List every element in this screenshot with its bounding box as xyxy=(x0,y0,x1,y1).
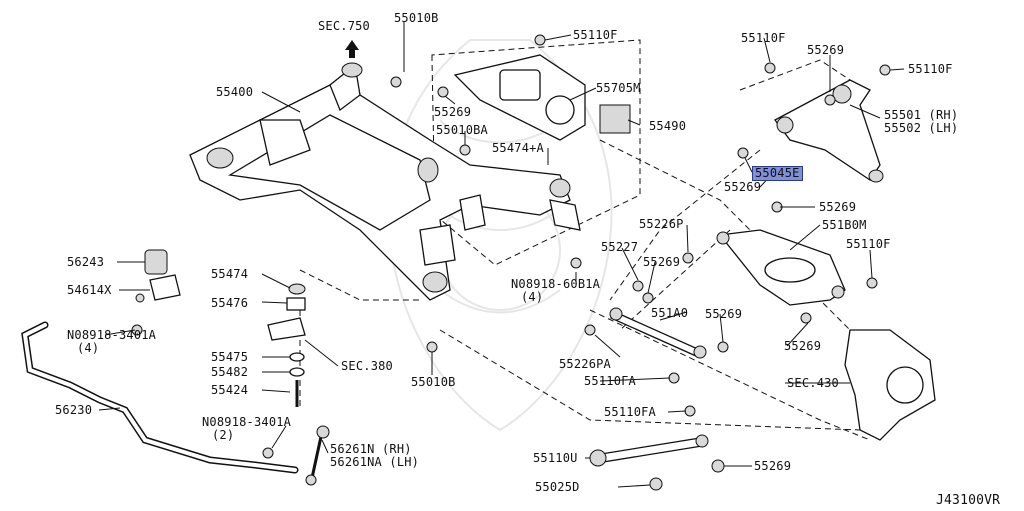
part-label-56261n-56261na[interactable]: 56261N (RH) 56261NA (LH) xyxy=(330,443,419,469)
part-label-55010b-bottom[interactable]: 55010B xyxy=(411,375,456,389)
leader-lines xyxy=(98,22,905,488)
part-label-55502: 55502 (LH) xyxy=(884,121,959,135)
part-label-08918-3401a-b-qty: (2) xyxy=(212,428,235,442)
part-label-08918-60b1a-number: N08918-60B1A xyxy=(511,277,601,291)
part-label-55269-c[interactable]: 55269 xyxy=(724,180,762,194)
part-label-55269-b[interactable]: 55269 xyxy=(434,105,472,119)
part-label-55226p[interactable]: 55226P xyxy=(639,217,684,231)
part-label-55269-e[interactable]: 55269 xyxy=(643,255,681,269)
part-label-55490[interactable]: 55490 xyxy=(649,119,687,133)
part-label-56243[interactable]: 56243 xyxy=(67,255,105,269)
stabilizer-bar xyxy=(21,249,299,474)
part-label-55424[interactable]: 55424 xyxy=(211,383,249,397)
part-label-55501: 55501 (RH) xyxy=(884,108,959,122)
part-label-55010b-top[interactable]: 55010B xyxy=(394,11,439,25)
part-label-08918-3401a-b-number: N08918-3401A xyxy=(202,415,292,429)
part-label-55269-f[interactable]: 55269 xyxy=(705,307,743,321)
sec-750-arrow xyxy=(345,40,359,58)
part-label-55476[interactable]: 55476 xyxy=(211,296,249,310)
part-label-56261na: 56261NA (LH) xyxy=(330,455,420,469)
sec-430-label: SEC.430 xyxy=(787,376,839,390)
part-label-551a0[interactable]: 551A0 xyxy=(651,306,689,320)
part-label-55474a[interactable]: 55474+A xyxy=(492,141,544,155)
part-label-55110f-b[interactable]: 55110F xyxy=(908,62,953,76)
part-label-56230[interactable]: 56230 xyxy=(55,403,93,417)
part-label-55110f-c[interactable]: 55110F xyxy=(846,237,891,251)
part-label-551b0m[interactable]: 551B0M xyxy=(822,218,867,232)
part-label-55501-55502[interactable]: 55501 (RH) 55502 (LH) xyxy=(884,109,958,135)
upper-arm xyxy=(774,79,884,183)
part-label-08918-60b1a[interactable]: N08918-60B1A (4) xyxy=(511,278,600,304)
part-label-55010ba[interactable]: 55010BA xyxy=(436,123,488,137)
part-label-55705m[interactable]: 55705M xyxy=(596,81,641,95)
fasteners xyxy=(131,34,891,491)
part-label-55475[interactable]: 55475 xyxy=(211,350,249,364)
part-label-55110fa-a[interactable]: 55110FA xyxy=(584,374,636,388)
part-label-55110f-top[interactable]: 55110F xyxy=(573,28,618,42)
part-label-55226pa[interactable]: 55226PA xyxy=(559,357,611,371)
part-label-08918-60b1a-qty: (4) xyxy=(521,290,544,304)
part-label-55482[interactable]: 55482 xyxy=(211,365,249,379)
part-label-55110u[interactable]: 55110U xyxy=(533,451,578,465)
sec-380-label: SEC.380 xyxy=(341,359,393,373)
part-label-55269-g[interactable]: 55269 xyxy=(784,339,822,353)
knuckle xyxy=(844,329,936,441)
toe-link xyxy=(609,307,707,359)
part-label-55025d[interactable]: 55025D xyxy=(535,480,580,494)
part-label-08918-3401a-a[interactable]: N08918-3401A (4) xyxy=(67,329,156,355)
rear-subframe xyxy=(189,62,581,301)
part-label-56261n: 56261N (RH) xyxy=(330,442,412,456)
part-label-55269-a[interactable]: 55269 xyxy=(807,43,845,57)
part-label-08918-3401a-b[interactable]: N08918-3401A (2) xyxy=(202,416,291,442)
sec-750-label: SEC.750 xyxy=(318,19,370,33)
part-label-08918-3401a-a-qty: (4) xyxy=(77,341,100,355)
mount-hardware-stack xyxy=(267,283,306,407)
actuator-assembly xyxy=(453,54,631,141)
lower-arm xyxy=(716,229,846,306)
part-label-55110f-a[interactable]: 55110F xyxy=(741,31,786,45)
part-label-55269-d[interactable]: 55269 xyxy=(819,200,857,214)
trailing-link xyxy=(589,434,709,467)
part-label-55269-h[interactable]: 55269 xyxy=(754,459,792,473)
part-label-55110fa-b[interactable]: 55110FA xyxy=(604,405,656,419)
part-label-55400[interactable]: 55400 xyxy=(216,85,254,99)
stabilizer-link xyxy=(305,425,330,486)
diagram-code: J43100VR xyxy=(936,493,1001,508)
part-label-55227[interactable]: 55227 xyxy=(601,240,639,254)
part-label-54614x[interactable]: 54614X xyxy=(67,283,112,297)
dashed-callout-lines xyxy=(299,39,881,441)
part-label-55045e-highlighted[interactable]: 55045E xyxy=(752,166,803,181)
part-label-08918-3401a-a-number: N08918-3401A xyxy=(67,328,157,342)
part-label-55474[interactable]: 55474 xyxy=(211,267,249,281)
